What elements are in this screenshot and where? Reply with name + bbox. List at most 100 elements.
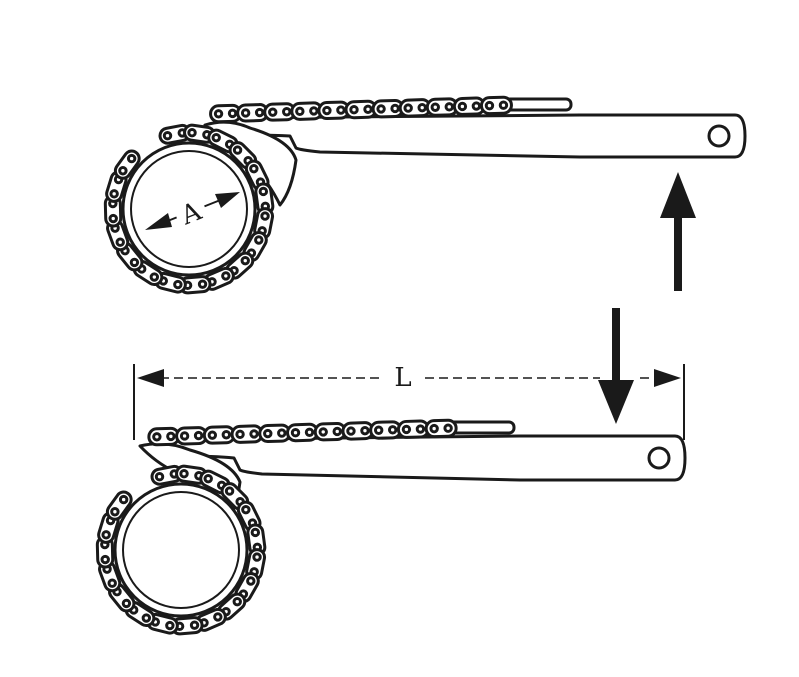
- chain-pin: [227, 108, 238, 119]
- chain-pin: [207, 430, 218, 440]
- chain-pin: [152, 432, 162, 442]
- wrench-top-chain-ring: [103, 123, 275, 295]
- chain-pin: [277, 428, 287, 438]
- chain-pin: [322, 105, 332, 116]
- chain-pin: [246, 576, 256, 586]
- chain-pin: [213, 612, 223, 622]
- dimension-l-label: L: [394, 363, 411, 393]
- wrench-bottom-chain-ring: [95, 464, 267, 636]
- chain-pin: [241, 504, 251, 515]
- chain-pin: [258, 186, 269, 197]
- chain-pin: [213, 109, 224, 119]
- chain-pin: [221, 430, 232, 440]
- chain-pin: [254, 107, 265, 118]
- chain-pin: [346, 426, 356, 436]
- chain-pin: [203, 473, 213, 484]
- chain-pin: [282, 107, 292, 117]
- chain-pin: [118, 166, 128, 176]
- chain-pin: [260, 211, 270, 221]
- dimension-l: L: [133, 363, 685, 440]
- chain-pin: [376, 104, 386, 114]
- chain-pin: [290, 428, 301, 438]
- chain-pin: [304, 427, 315, 437]
- arrow-up-icon: [660, 172, 696, 291]
- chain-pin: [252, 552, 262, 562]
- chain-pin: [149, 272, 160, 282]
- wrench-top-pipe-inner: [130, 150, 248, 268]
- chain-pin: [197, 279, 208, 289]
- chain-pin: [107, 578, 117, 588]
- chain-pin: [332, 426, 342, 437]
- chain-pin: [179, 468, 189, 479]
- wrench-bottom: [95, 418, 687, 636]
- chain-pin: [235, 429, 245, 440]
- chain-pin: [390, 103, 400, 114]
- chain-pin: [165, 620, 175, 631]
- chain-pin: [232, 596, 242, 607]
- chain-pin: [249, 163, 259, 174]
- chain-pin: [101, 530, 111, 540]
- chain-pin: [121, 598, 132, 609]
- chain-pin: [240, 255, 250, 266]
- chain-pin: [240, 108, 251, 118]
- wrench-top: A: [103, 95, 747, 295]
- wrench-bottom-pipe-inner: [122, 491, 240, 609]
- chain-pin: [360, 425, 370, 436]
- chain-pin: [498, 100, 509, 110]
- chain-pin: [179, 431, 190, 441]
- chain-pin: [250, 527, 261, 538]
- chain-pin: [336, 105, 346, 115]
- wrench-top-chain-slot: [503, 97, 573, 112]
- chain-pin: [309, 106, 319, 116]
- wrench-top-hole: [707, 124, 731, 148]
- chain-pin: [268, 107, 278, 117]
- chain-pin: [126, 153, 137, 164]
- chain-pin: [430, 102, 440, 112]
- chain-pin: [129, 257, 140, 268]
- chain-pin: [193, 430, 204, 441]
- chain-pin: [162, 131, 173, 141]
- wrench-bottom-pipe-outer: [113, 482, 249, 618]
- wrench-bottom-chain-slot: [446, 420, 516, 435]
- chain-pin: [403, 103, 413, 113]
- chain-pin: [401, 424, 412, 435]
- arrow-down-icon: [598, 308, 634, 424]
- chain-pin: [232, 145, 243, 155]
- chain-pin: [166, 431, 176, 442]
- chain-pin: [444, 102, 454, 112]
- chain-pin: [187, 127, 197, 138]
- wrench-top-handle: [223, 113, 747, 159]
- chain-pin: [387, 425, 398, 435]
- chain-pin: [141, 613, 152, 623]
- chain-pin: [221, 271, 231, 281]
- dimension-l-arrowhead-left: [137, 369, 164, 387]
- chain-pin: [373, 425, 384, 435]
- chain-pin: [254, 235, 264, 245]
- chain-pin: [224, 486, 235, 496]
- chain-pin: [457, 101, 468, 112]
- chain-pin: [318, 427, 328, 437]
- chain-pin: [471, 101, 482, 111]
- chain-pin: [100, 554, 110, 565]
- chain-pin: [211, 132, 221, 143]
- chain-pin: [173, 279, 183, 290]
- wrench-bottom-handle: [156, 434, 687, 482]
- chain-pin: [443, 423, 453, 433]
- chain-pin: [249, 429, 259, 439]
- dimension-l-arrowhead-right: [654, 369, 681, 387]
- chain-pin: [108, 213, 118, 224]
- chain-pin: [349, 105, 359, 115]
- wrench-bottom-hole: [647, 446, 671, 470]
- dimension-a-arrowhead-right: [215, 192, 240, 208]
- chain-pin: [263, 428, 273, 439]
- chain-pin: [363, 104, 373, 114]
- wrench-top-chain-straight: [209, 95, 513, 124]
- dimension-a-arrowhead-left: [145, 213, 172, 230]
- chain-pin: [189, 620, 200, 630]
- chain-pin: [429, 423, 439, 434]
- chain-pin: [295, 106, 305, 117]
- dimension-a: A: [145, 192, 240, 232]
- chain-pin: [110, 507, 120, 517]
